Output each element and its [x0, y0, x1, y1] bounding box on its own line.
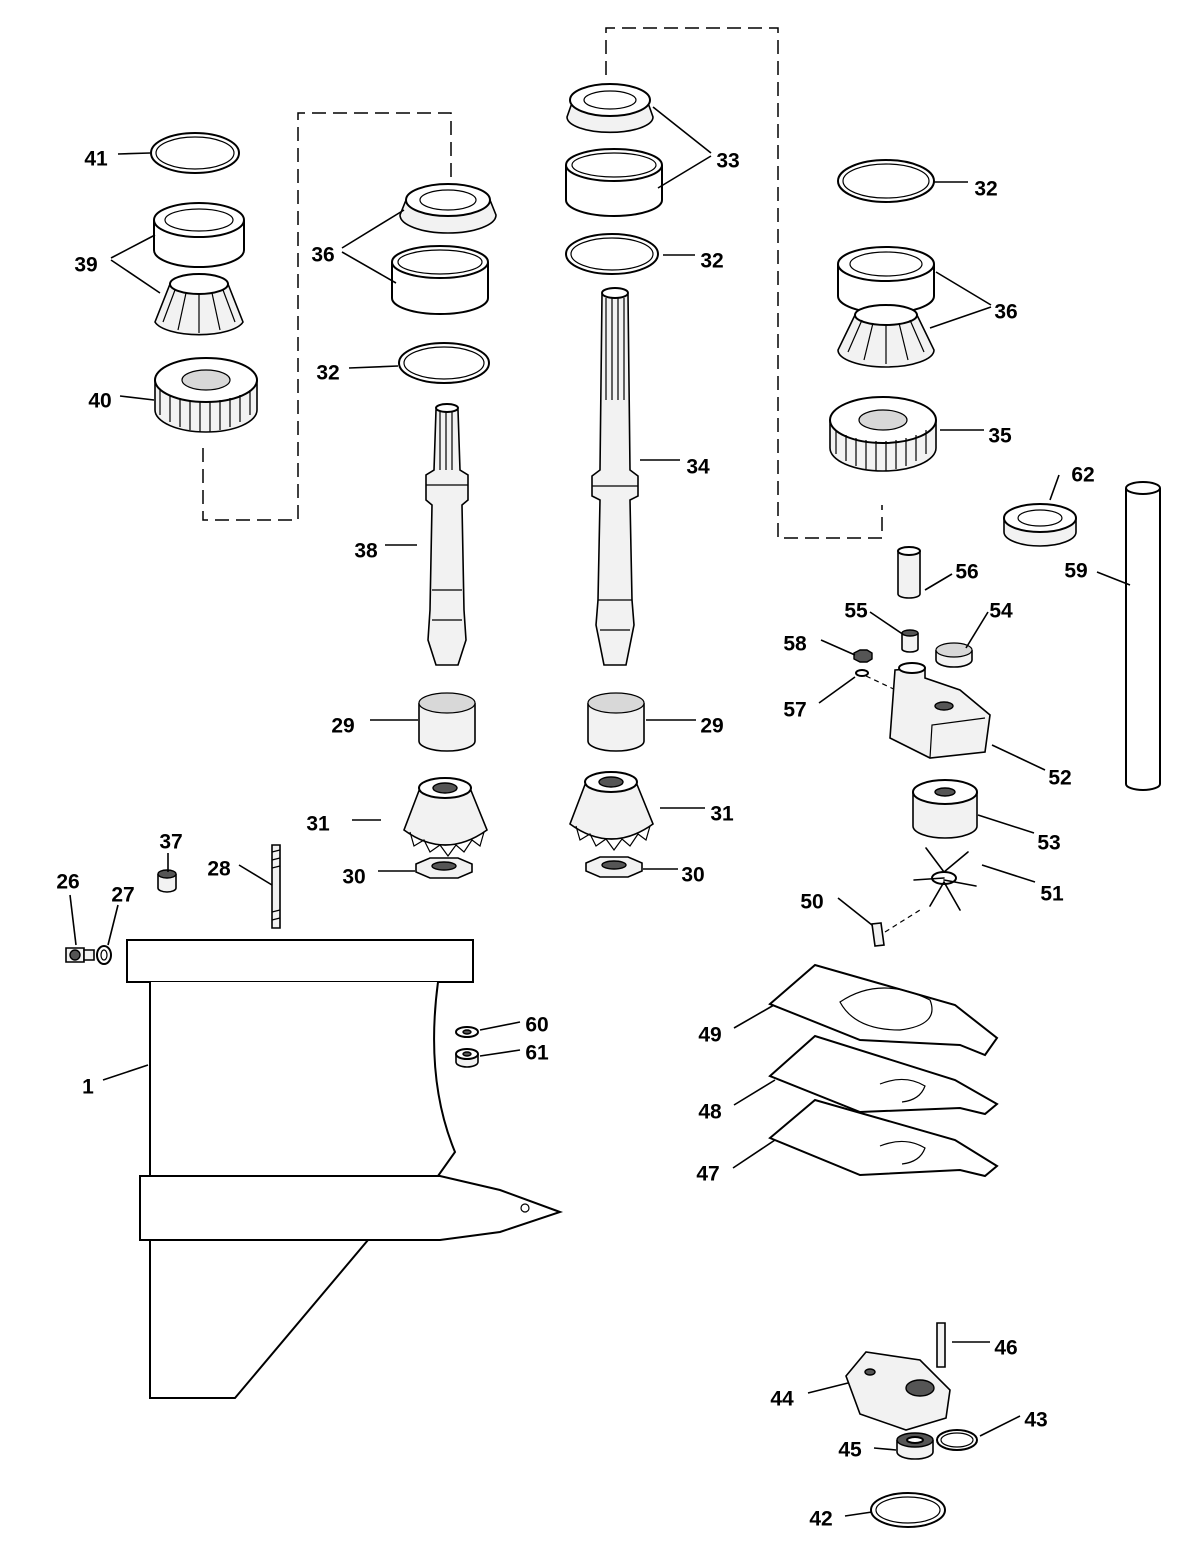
ring-43 [936, 1429, 978, 1451]
callout-c29b: 29 [700, 715, 723, 738]
callout-c34: 34 [686, 456, 710, 479]
callout-c35: 35 [988, 425, 1012, 448]
callout-c47: 47 [696, 1163, 719, 1186]
plate-48 [768, 1034, 999, 1116]
callout-c38: 38 [354, 540, 378, 563]
callout-c44: 44 [770, 1388, 794, 1411]
screw-26 [65, 947, 95, 963]
washer-57 [855, 669, 869, 677]
callout-c26: 26 [56, 871, 79, 894]
ring-32-right [837, 159, 935, 203]
plate-47 [768, 1098, 999, 1178]
seal-54 [935, 642, 973, 668]
callout-c33: 33 [716, 150, 739, 173]
callout-c36a: 36 [311, 244, 334, 267]
callout-c60: 60 [525, 1014, 548, 1037]
callout-c40: 40 [88, 390, 111, 413]
callout-c43: 43 [1024, 1409, 1047, 1432]
dash-line-50 [884, 909, 921, 933]
pin-46 [936, 1322, 946, 1368]
callout-c29a: 29 [331, 715, 354, 738]
callout-c55: 55 [844, 600, 868, 623]
impeller-cup-53 [912, 779, 978, 839]
callout-c50: 50 [800, 891, 823, 914]
callout-c58: 58 [783, 633, 807, 656]
washer-60 [455, 1026, 479, 1038]
bearing-36-right [837, 246, 935, 368]
pinion-gear-31-left [403, 777, 488, 858]
callout-c48: 48 [698, 1101, 722, 1124]
nut-58 [853, 649, 873, 663]
callout-c56: 56 [955, 561, 978, 584]
nut-30-left [415, 857, 473, 879]
ring-42 [870, 1492, 946, 1528]
group-box-right [605, 27, 883, 539]
callout-c32b: 32 [700, 250, 723, 273]
callout-c41: 41 [84, 148, 108, 171]
gear-35 [829, 396, 937, 472]
callout-c52: 52 [1048, 767, 1071, 790]
callout-c27: 27 [111, 884, 134, 907]
stud-28 [271, 844, 281, 929]
callout-c42: 42 [809, 1508, 832, 1531]
group-box-left [202, 112, 452, 521]
needle-bearing-29-left [418, 692, 476, 752]
seal-45 [896, 1432, 934, 1460]
impeller-51 [913, 847, 977, 911]
pump-housing-52 [889, 662, 991, 759]
key-50 [871, 922, 885, 947]
callout-c57: 57 [783, 699, 806, 722]
bearing-33 [565, 83, 663, 217]
callout-c31b: 31 [710, 803, 734, 826]
callout-c53: 53 [1037, 832, 1060, 855]
pump-base-44 [845, 1351, 951, 1431]
callout-c28: 28 [207, 858, 231, 881]
callout-c30a: 30 [342, 866, 365, 889]
callout-c49: 49 [698, 1024, 721, 1047]
ring-32-middle [565, 233, 659, 275]
callout-c32c: 32 [974, 178, 997, 201]
callout-c62: 62 [1071, 464, 1094, 487]
callout-c51: 51 [1040, 883, 1064, 906]
callout-c1: 1 [82, 1076, 94, 1099]
gear-housing-1 [126, 939, 564, 1399]
plate-49 [768, 963, 999, 1057]
callout-labels: 41 39 40 36 32 38 33 32 34 32 36 35 62 59 56 55 54 58 57 52… [56, 148, 1094, 1531]
callout-c36b: 36 [994, 301, 1017, 324]
shaft-38 [425, 403, 469, 666]
callout-c59: 59 [1064, 560, 1087, 583]
callout-c31a: 31 [306, 813, 330, 836]
callout-c45: 45 [838, 1439, 862, 1462]
nut-30-right [585, 856, 643, 878]
callout-c39: 39 [74, 254, 97, 277]
callout-c30b: 30 [681, 864, 704, 887]
plug-37 [157, 869, 177, 893]
callout-c61: 61 [525, 1042, 549, 1065]
tube-56 [897, 546, 921, 599]
bearing-36-left [391, 183, 497, 315]
gear-40 [154, 357, 258, 433]
callout-c46: 46 [994, 1337, 1017, 1360]
callout-c32a: 32 [316, 362, 339, 385]
water-tube-59 [1125, 481, 1161, 791]
needle-bearing-29-right [587, 692, 645, 752]
washer-27 [96, 945, 112, 965]
grommet-55 [901, 629, 919, 653]
nut-61 [455, 1048, 479, 1068]
bearing-39 [153, 202, 245, 336]
callout-c37: 37 [159, 831, 182, 854]
leader-lines [69, 106, 1131, 1517]
ring-41 [150, 132, 240, 174]
shaft-34 [591, 287, 639, 666]
seal-62 [1003, 503, 1077, 547]
ring-32-left [398, 342, 490, 384]
callout-c54: 54 [989, 600, 1013, 623]
pinion-gear-31-right [569, 771, 654, 852]
